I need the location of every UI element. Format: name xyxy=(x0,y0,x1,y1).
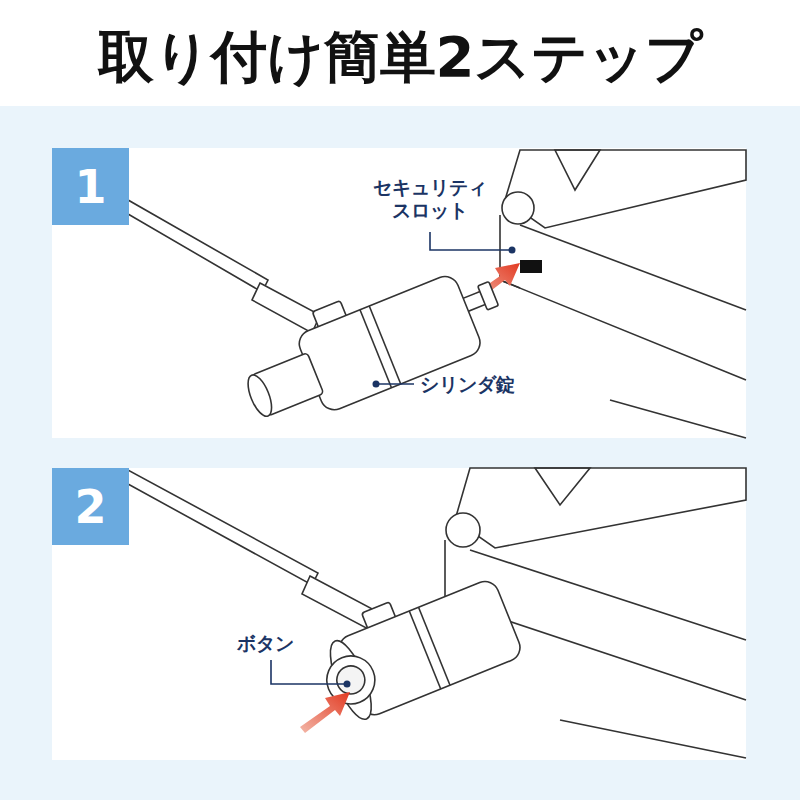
cable xyxy=(128,470,378,630)
step-number-box: 2 xyxy=(52,468,129,545)
push-arrow xyxy=(300,692,350,733)
step-number: 1 xyxy=(74,160,106,214)
title: 取り付け簡単2ステップ xyxy=(0,22,800,92)
security-slot xyxy=(520,260,542,273)
laptop xyxy=(500,150,746,438)
step-number-box: 1 xyxy=(52,148,129,225)
step-number: 2 xyxy=(74,480,106,534)
cylinder-lock xyxy=(230,246,512,438)
button xyxy=(333,662,369,698)
cable xyxy=(128,200,320,333)
button-label: ボタン xyxy=(237,632,317,655)
slot-label: セキュリティ スロット xyxy=(372,176,488,222)
cylinder-label: シリンダ錠 xyxy=(420,373,550,396)
